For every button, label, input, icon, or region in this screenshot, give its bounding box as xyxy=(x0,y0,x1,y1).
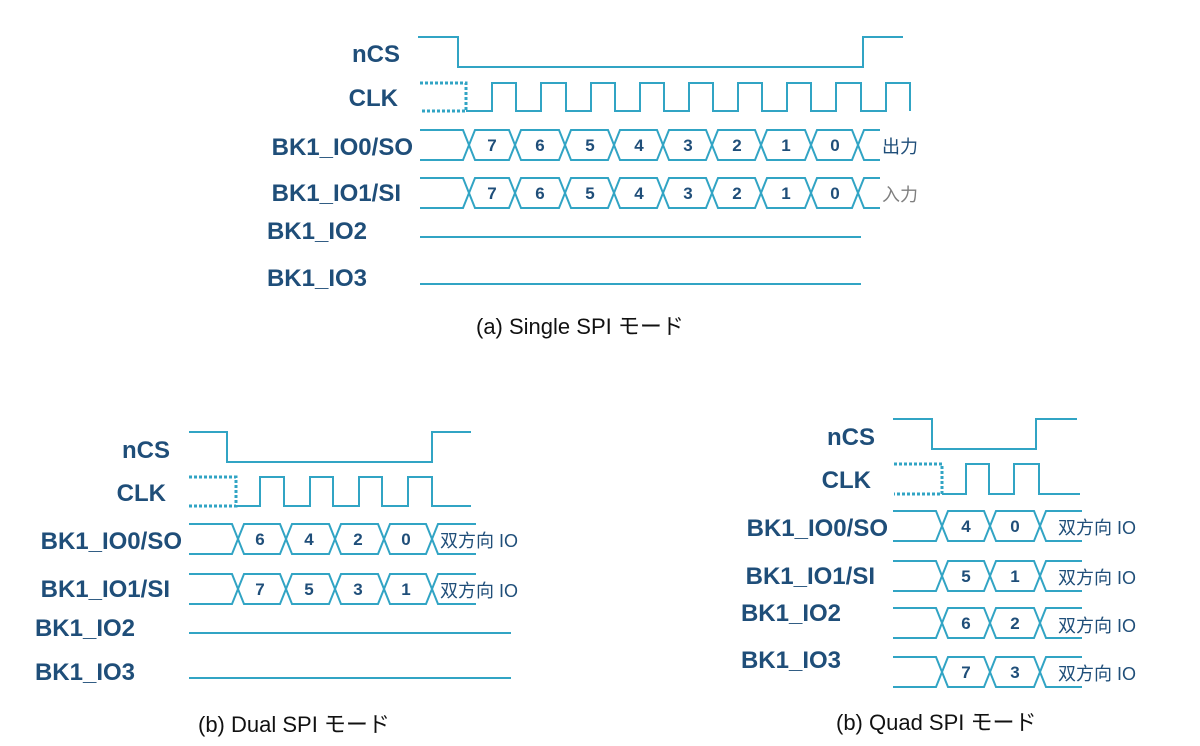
bus-idle-before xyxy=(189,523,240,555)
bus-idle-before xyxy=(893,560,944,592)
io1-bus-waveform: 7 5 3 1 双方向 IO xyxy=(189,573,518,605)
ncs-waveform xyxy=(893,418,1077,450)
signal-label-io2: BK1_IO2 xyxy=(267,218,367,245)
bit-label: 5 xyxy=(304,580,313,599)
bus-idle-after xyxy=(1038,607,1082,639)
signal-label-ncs: nCS xyxy=(122,437,170,464)
bit-label: 1 xyxy=(781,184,790,203)
bit-label: 2 xyxy=(732,184,741,203)
bus-idle-after xyxy=(430,573,476,605)
bit-label: 1 xyxy=(1010,567,1019,586)
bus-idle-before xyxy=(189,573,240,605)
ncs-waveform xyxy=(189,431,471,463)
direction-note: 双方向 IO xyxy=(440,531,518,551)
dual-spi-diagram: nCS CLK BK1_IO0/SO BK1_IO1/SI BK1_IO2 BK… xyxy=(35,431,518,737)
single-spi-diagram: nCS CLK BK1_IO0/SO BK1_IO1/SI BK1_IO2 BK… xyxy=(267,36,918,339)
signal-label-ncs: nCS xyxy=(827,424,875,451)
bit-label: 5 xyxy=(585,136,594,155)
bit-label: 4 xyxy=(961,517,971,536)
bit-label: 3 xyxy=(683,184,692,203)
bit-label: 4 xyxy=(634,184,644,203)
bit-label: 6 xyxy=(535,184,544,203)
diagram-caption-dual: (b) Dual SPI モード xyxy=(198,712,390,737)
clk-waveform xyxy=(236,476,471,507)
bus-idle-after xyxy=(856,177,880,209)
signal-label-io1: BK1_IO1/SI xyxy=(746,563,875,590)
signal-label-io3: BK1_IO3 xyxy=(35,659,135,686)
bit-label: 7 xyxy=(255,580,264,599)
signal-label-clk: CLK xyxy=(822,467,872,494)
bit-label: 1 xyxy=(401,580,410,599)
bit-label: 0 xyxy=(830,136,839,155)
signal-label-io2: BK1_IO2 xyxy=(741,600,841,627)
bit-label: 5 xyxy=(585,184,594,203)
bit-label: 4 xyxy=(304,530,314,549)
bit-label: 2 xyxy=(732,136,741,155)
bit-label: 3 xyxy=(1010,663,1019,682)
ncs-waveform xyxy=(418,36,903,68)
bus-idle-before xyxy=(420,129,471,161)
diagram-caption-single: (a) Single SPI モード xyxy=(476,314,684,339)
signal-label-clk: CLK xyxy=(349,85,399,112)
io3-bus-waveform: 7 3 双方向 IO xyxy=(893,656,1136,688)
io0-bus-waveform: 4 0 双方向 IO xyxy=(893,510,1136,542)
signal-label-io3: BK1_IO3 xyxy=(741,647,841,674)
bus-idle-after xyxy=(1038,656,1082,688)
bit-label: 7 xyxy=(961,663,970,682)
quad-spi-diagram: nCS CLK BK1_IO0/SO BK1_IO1/SI BK1_IO2 BK… xyxy=(741,418,1136,735)
io2-bus-waveform: 6 2 双方向 IO xyxy=(893,607,1136,639)
bus-idle-after xyxy=(1038,560,1082,592)
io0-bus-waveform: 7 6 5 4 3 2 1 0 出力 xyxy=(420,129,918,161)
clk-idle-dotted xyxy=(420,81,468,113)
bit-label: 0 xyxy=(1010,517,1019,536)
signal-label-io2: BK1_IO2 xyxy=(35,615,135,642)
bit-label: 7 xyxy=(487,136,496,155)
direction-note: 双方向 IO xyxy=(1058,518,1136,538)
bit-label: 0 xyxy=(830,184,839,203)
direction-note: 出力 xyxy=(882,137,918,157)
bus-idle-before xyxy=(893,656,944,688)
signal-label-io0: BK1_IO0/SO xyxy=(272,134,413,161)
bit-label: 0 xyxy=(401,530,410,549)
bit-label: 6 xyxy=(255,530,264,549)
bit-label: 6 xyxy=(535,136,544,155)
bit-label: 6 xyxy=(961,614,970,633)
bit-label: 3 xyxy=(683,136,692,155)
direction-note: 双方向 IO xyxy=(1058,616,1136,636)
bit-label: 3 xyxy=(353,580,362,599)
signal-label-io3: BK1_IO3 xyxy=(267,265,367,292)
io1-bus-waveform: 7 6 5 4 3 2 1 0 入力 xyxy=(420,177,918,209)
signal-label-io0: BK1_IO0/SO xyxy=(41,528,182,555)
clk-idle-dotted xyxy=(894,462,944,496)
direction-note: 双方向 IO xyxy=(440,581,518,601)
direction-note: 双方向 IO xyxy=(1058,664,1136,684)
bit-label: 7 xyxy=(487,184,496,203)
direction-note: 入力 xyxy=(882,185,918,205)
bus-idle-after xyxy=(856,129,880,161)
bit-label: 4 xyxy=(634,136,644,155)
bus-idle-after xyxy=(1038,510,1082,542)
signal-label-ncs: nCS xyxy=(352,41,400,68)
diagram-caption-quad: (b) Quad SPI モード xyxy=(836,710,1037,735)
signal-label-io1: BK1_IO1/SI xyxy=(272,180,401,207)
signal-label-clk: CLK xyxy=(117,480,167,507)
io0-bus-waveform: 6 4 2 0 双方向 IO xyxy=(189,523,518,555)
direction-note: 双方向 IO xyxy=(1058,568,1136,588)
bus-idle-before xyxy=(420,177,471,209)
clk-waveform xyxy=(942,463,1080,495)
clk-idle-dotted xyxy=(189,475,238,508)
signal-label-io1: BK1_IO1/SI xyxy=(41,576,170,603)
bit-label: 5 xyxy=(961,567,970,586)
io1-bus-waveform: 5 1 双方向 IO xyxy=(893,560,1136,592)
signal-label-io0: BK1_IO0/SO xyxy=(747,515,888,542)
bit-label: 1 xyxy=(781,136,790,155)
bus-idle-after xyxy=(430,523,476,555)
bus-idle-before xyxy=(893,510,944,542)
clk-waveform xyxy=(466,82,911,112)
bit-label: 2 xyxy=(1010,614,1019,633)
bus-idle-before xyxy=(893,607,944,639)
bit-label: 2 xyxy=(353,530,362,549)
